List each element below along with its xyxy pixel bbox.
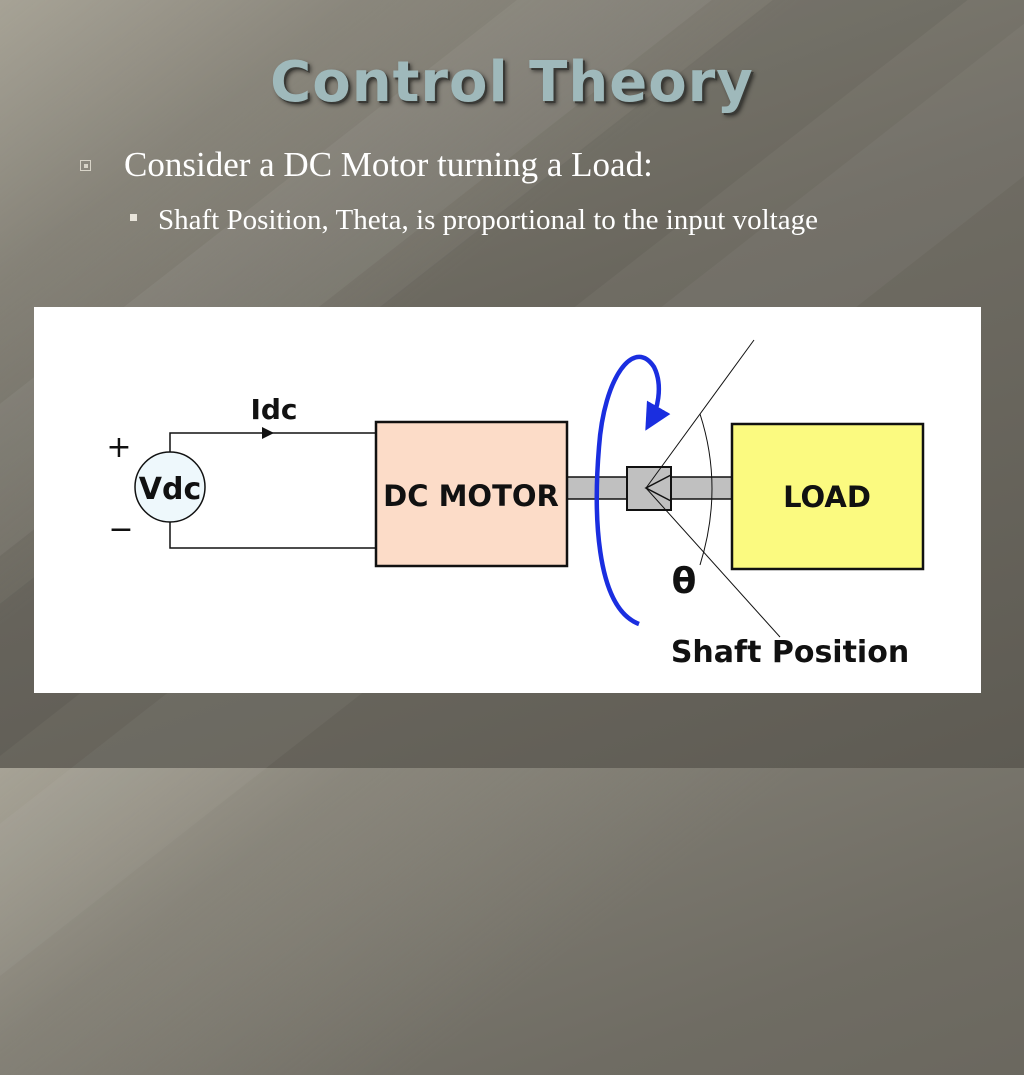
rotation-arrow-icon (594, 354, 671, 627)
dc-motor-block (374, 420, 569, 568)
slide-title: Control Theory (270, 50, 754, 115)
top-wire (169, 432, 376, 455)
voltage-source (134, 451, 206, 523)
square-bullet-icon (130, 214, 137, 221)
current-label: Idc (250, 393, 297, 426)
bullet-text: Consider a DC Motor turning a Load: (124, 145, 653, 184)
theta-label: θ (672, 561, 697, 602)
plus-label: + (106, 430, 131, 465)
load-label: LOAD (783, 480, 871, 514)
shaft-position-label: Shaft Position (671, 635, 909, 670)
angle-ray-lower (645, 487, 781, 638)
source-label: Vdc (139, 472, 201, 507)
bottom-wire (169, 520, 376, 549)
motor-diagram: Vdc + − Idc DC MOTOR LOAD θ Shaft Positi… (34, 307, 981, 693)
angle-arc (699, 413, 713, 566)
shaft-coupler (626, 466, 672, 511)
motor-label: DC MOTOR (383, 479, 559, 513)
square-bullet-icon (80, 160, 91, 171)
motor-diagram-svg: Vdc + − Idc DC MOTOR LOAD θ Shaft Positi… (106, 339, 925, 670)
load-block (730, 422, 925, 571)
current-direction-arrow-icon (262, 427, 274, 439)
minus-label: − (108, 512, 133, 547)
bullet-text: Shaft Position, Theta, is proportional t… (158, 204, 818, 236)
